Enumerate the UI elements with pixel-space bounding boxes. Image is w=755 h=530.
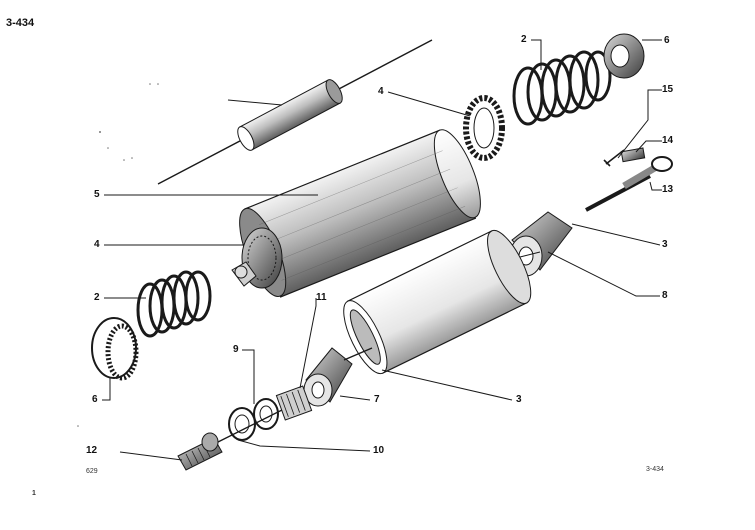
- valve-cone: [303, 347, 373, 407]
- threaded-bolt: [177, 432, 223, 471]
- callout-7: 7: [374, 394, 380, 405]
- callout-11: 11: [316, 292, 327, 303]
- callout-4-lower: 4: [94, 239, 100, 250]
- callout-2-upper: 2: [521, 34, 527, 45]
- upper-knurled-ring: [463, 95, 505, 161]
- upper-spring-cap: [603, 33, 645, 79]
- washer-pair: [228, 398, 279, 441]
- lower-coil-spring: [136, 270, 212, 338]
- valve-cage: [275, 385, 313, 421]
- callout-12: 12: [86, 445, 98, 456]
- callout-4-upper: 4: [378, 86, 384, 97]
- upper-piston-rod: [157, 39, 433, 185]
- eye-bolt: [585, 156, 673, 212]
- scan-specks: [77, 83, 159, 427]
- small-bushing: [620, 147, 646, 163]
- callout-15: 15: [662, 84, 674, 95]
- figure-id: 3-434: [6, 17, 35, 29]
- cylinder-end-nut: [231, 227, 283, 289]
- page-mark: 1: [32, 490, 36, 497]
- callout-9: 9: [233, 344, 239, 355]
- callout-6-lower: 6: [92, 394, 98, 405]
- valve-rod: [213, 409, 283, 445]
- callout-3-upper: 3: [662, 239, 668, 250]
- callout-6-upper: 6: [664, 35, 670, 46]
- callout-3-lower: 3: [516, 394, 522, 405]
- callout-10: 10: [373, 445, 385, 456]
- leader-lines: [102, 39, 662, 461]
- lower-spring-cap: [91, 317, 139, 381]
- lower-tube: [343, 229, 532, 375]
- callout-8: 8: [662, 290, 668, 301]
- footer-right-code: 3-434: [646, 466, 664, 473]
- footer-left-code: 629: [86, 468, 98, 475]
- callout-13: 13: [662, 184, 674, 195]
- upper-coil-spring: [512, 50, 612, 126]
- callout-14: 14: [662, 135, 674, 146]
- callout-2-lower: 2: [94, 292, 100, 303]
- callout-5: 5: [94, 189, 100, 200]
